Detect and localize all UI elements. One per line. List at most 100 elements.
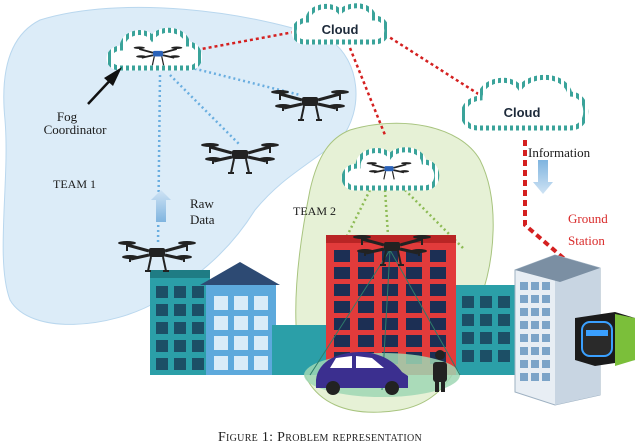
arrow-up-icon: [151, 190, 171, 222]
window: [174, 304, 186, 316]
window: [406, 318, 422, 330]
information-label: Information: [528, 145, 591, 160]
window: [520, 347, 528, 355]
window: [156, 304, 168, 316]
window: [498, 350, 510, 362]
window: [462, 314, 474, 326]
window: [520, 282, 528, 290]
team1-label: TEAM 1: [53, 177, 96, 191]
server-tower-icon: [575, 312, 635, 366]
window: [531, 360, 539, 368]
window: [542, 360, 550, 368]
raw-data-label-line2: Data: [190, 212, 215, 227]
window: [192, 322, 204, 334]
window: [382, 267, 398, 279]
window: [214, 336, 228, 350]
cloud-top-label: Cloud: [322, 22, 359, 37]
window: [358, 335, 374, 347]
window: [462, 350, 474, 362]
raw-data-label-line1: Raw: [190, 196, 214, 211]
window: [334, 267, 350, 279]
window: [254, 356, 268, 370]
window: [542, 308, 550, 316]
window: [520, 373, 528, 381]
window: [334, 284, 350, 296]
window: [358, 267, 374, 279]
window: [174, 340, 186, 352]
window: [542, 334, 550, 342]
window: [430, 267, 446, 279]
fog-coordinator-label-line2: Coordinator: [44, 122, 107, 137]
window: [406, 267, 422, 279]
window: [498, 296, 510, 308]
window: [334, 335, 350, 347]
window: [174, 286, 186, 298]
cloud-right-label: Cloud: [504, 105, 541, 120]
window: [358, 318, 374, 330]
window: [462, 332, 474, 344]
fog-coordinator-pointer: [87, 67, 122, 105]
window: [254, 296, 268, 310]
window: [542, 295, 550, 303]
window: [214, 316, 228, 330]
window: [382, 284, 398, 296]
window: [520, 334, 528, 342]
window: [382, 335, 398, 347]
window: [334, 250, 350, 262]
window: [531, 295, 539, 303]
window: [192, 286, 204, 298]
window: [254, 336, 268, 350]
window: [480, 332, 492, 344]
window: [358, 301, 374, 313]
window: [192, 358, 204, 370]
window: [334, 301, 350, 313]
window: [234, 356, 248, 370]
window: [382, 301, 398, 313]
window: [192, 340, 204, 352]
red-links: [184, 26, 481, 136]
window: [234, 336, 248, 350]
fog-coordinator-label-line1: Fog: [57, 109, 78, 124]
window: [382, 318, 398, 330]
window: [531, 373, 539, 381]
window: [254, 316, 268, 330]
window: [498, 332, 510, 344]
window: [480, 350, 492, 362]
window: [214, 356, 228, 370]
window: [430, 318, 446, 330]
team2-label: TEAM 2: [293, 204, 336, 218]
window: [430, 335, 446, 347]
car-icon: [316, 352, 408, 395]
cloud-icon-fog-team2: [341, 147, 440, 191]
window: [531, 321, 539, 329]
window: [358, 284, 374, 296]
window: [542, 373, 550, 381]
arrow-down-icon: [533, 160, 553, 194]
window: [156, 340, 168, 352]
cloud-icon-top: [291, 3, 390, 45]
window: [156, 286, 168, 298]
window: [542, 347, 550, 355]
window: [234, 316, 248, 330]
window: [430, 250, 446, 262]
window: [480, 296, 492, 308]
window: [234, 296, 248, 310]
window: [542, 282, 550, 290]
window: [192, 304, 204, 316]
window: [430, 284, 446, 296]
window: [462, 296, 474, 308]
cloud-icon-right: [460, 74, 589, 131]
ground-station-label-line1: Ground: [568, 211, 608, 226]
window: [156, 322, 168, 334]
window: [214, 296, 228, 310]
window: [406, 284, 422, 296]
cloud-icon-fog-team1: [106, 27, 203, 71]
window: [174, 322, 186, 334]
ground-station-label-line2: Station: [568, 233, 605, 248]
window: [480, 314, 492, 326]
window: [520, 295, 528, 303]
window: [531, 308, 539, 316]
window: [520, 321, 528, 329]
window: [531, 282, 539, 290]
window: [542, 321, 550, 329]
